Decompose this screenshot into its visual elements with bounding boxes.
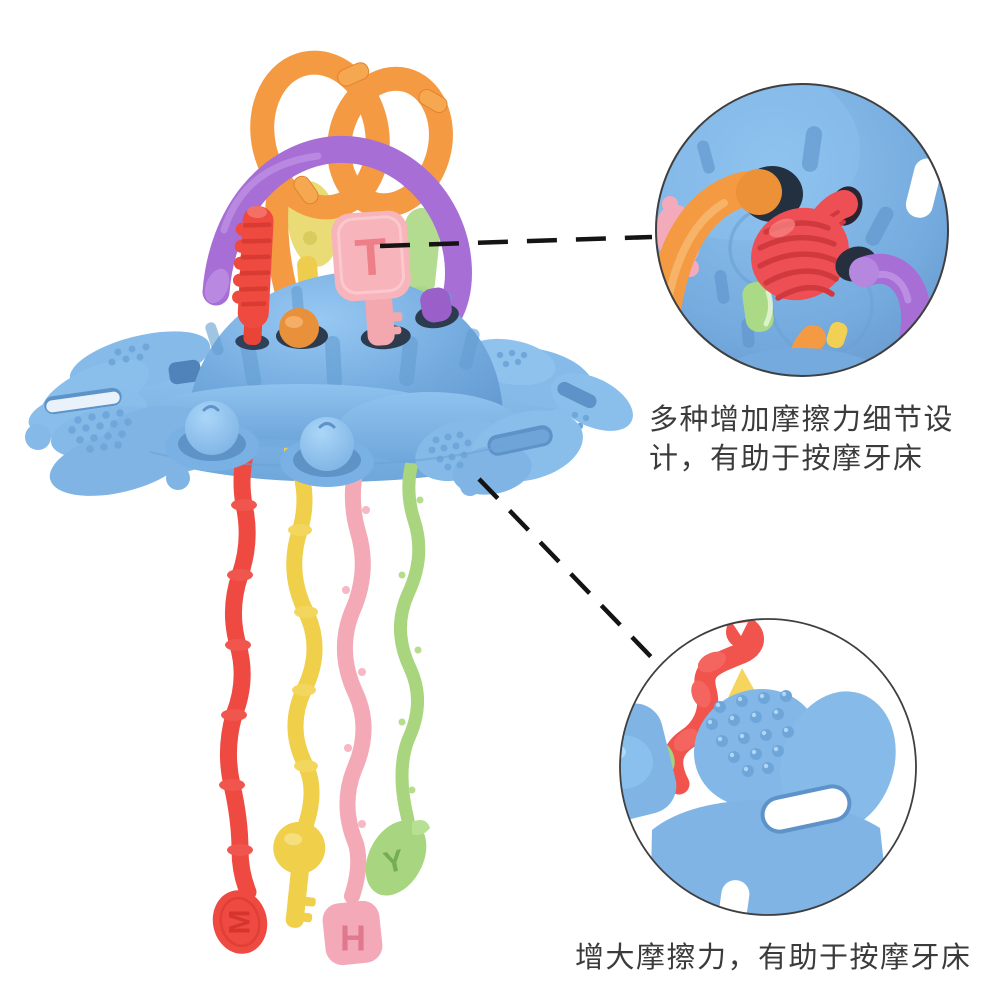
back-petal-dots: [108, 343, 590, 430]
callout-top-border: [655, 83, 949, 377]
callout-green-piece: [742, 281, 774, 333]
red-disc-letter: M: [224, 910, 257, 935]
flower-base-front: [25, 384, 583, 496]
caption-top-line2: 计，有助于按摩牙床: [649, 443, 924, 475]
pull-string-pink: [336, 440, 372, 904]
front-petal-dots-left: [68, 409, 132, 453]
front-petal-dots-right: [428, 431, 472, 471]
pink-bead-charm: H: [322, 900, 383, 966]
red-disc-charm: M: [212, 890, 268, 954]
callout-circle-bottom: [619, 618, 917, 916]
orange-ring-joints: [293, 62, 448, 205]
callout-left-blue-piece: [620, 703, 677, 821]
pull-string-green: [393, 438, 426, 827]
callout-bottom-border: [619, 618, 917, 916]
callout-petal: [650, 688, 896, 915]
pink-bead-letter: H: [340, 918, 366, 959]
callout-orange-arch: [656, 166, 803, 338]
callout-yellow-bit: [826, 321, 848, 349]
caption-top-line1: 多种增加摩擦力细节设: [649, 404, 955, 436]
caption-bottom: 增大摩擦力，有助于按摩牙床: [575, 942, 972, 974]
string-joints: [219, 496, 424, 856]
pink-key-teether: T: [331, 210, 411, 350]
yellow-key-charm: [273, 821, 326, 928]
dome-entries: [276, 287, 459, 349]
callout-petal-bumps: [706, 690, 794, 777]
purple-ring: [202, 135, 472, 330]
pink-key-letter: T: [353, 228, 389, 288]
callout-red-cord: [662, 619, 764, 795]
pop-bubbles: [165, 401, 374, 487]
callout-circle-top: [655, 83, 949, 377]
red-corn-teether: [232, 206, 274, 350]
toy-main: T: [25, 50, 633, 966]
callout-red-teether: [751, 186, 863, 301]
green-leaf-charm: Y: [365, 820, 430, 896]
pull-string-yellow: [284, 442, 323, 838]
dashed-connector-bottom: [477, 477, 659, 665]
caption-top: 多种增加摩擦力细节设 计，有助于按摩牙床: [649, 401, 954, 479]
